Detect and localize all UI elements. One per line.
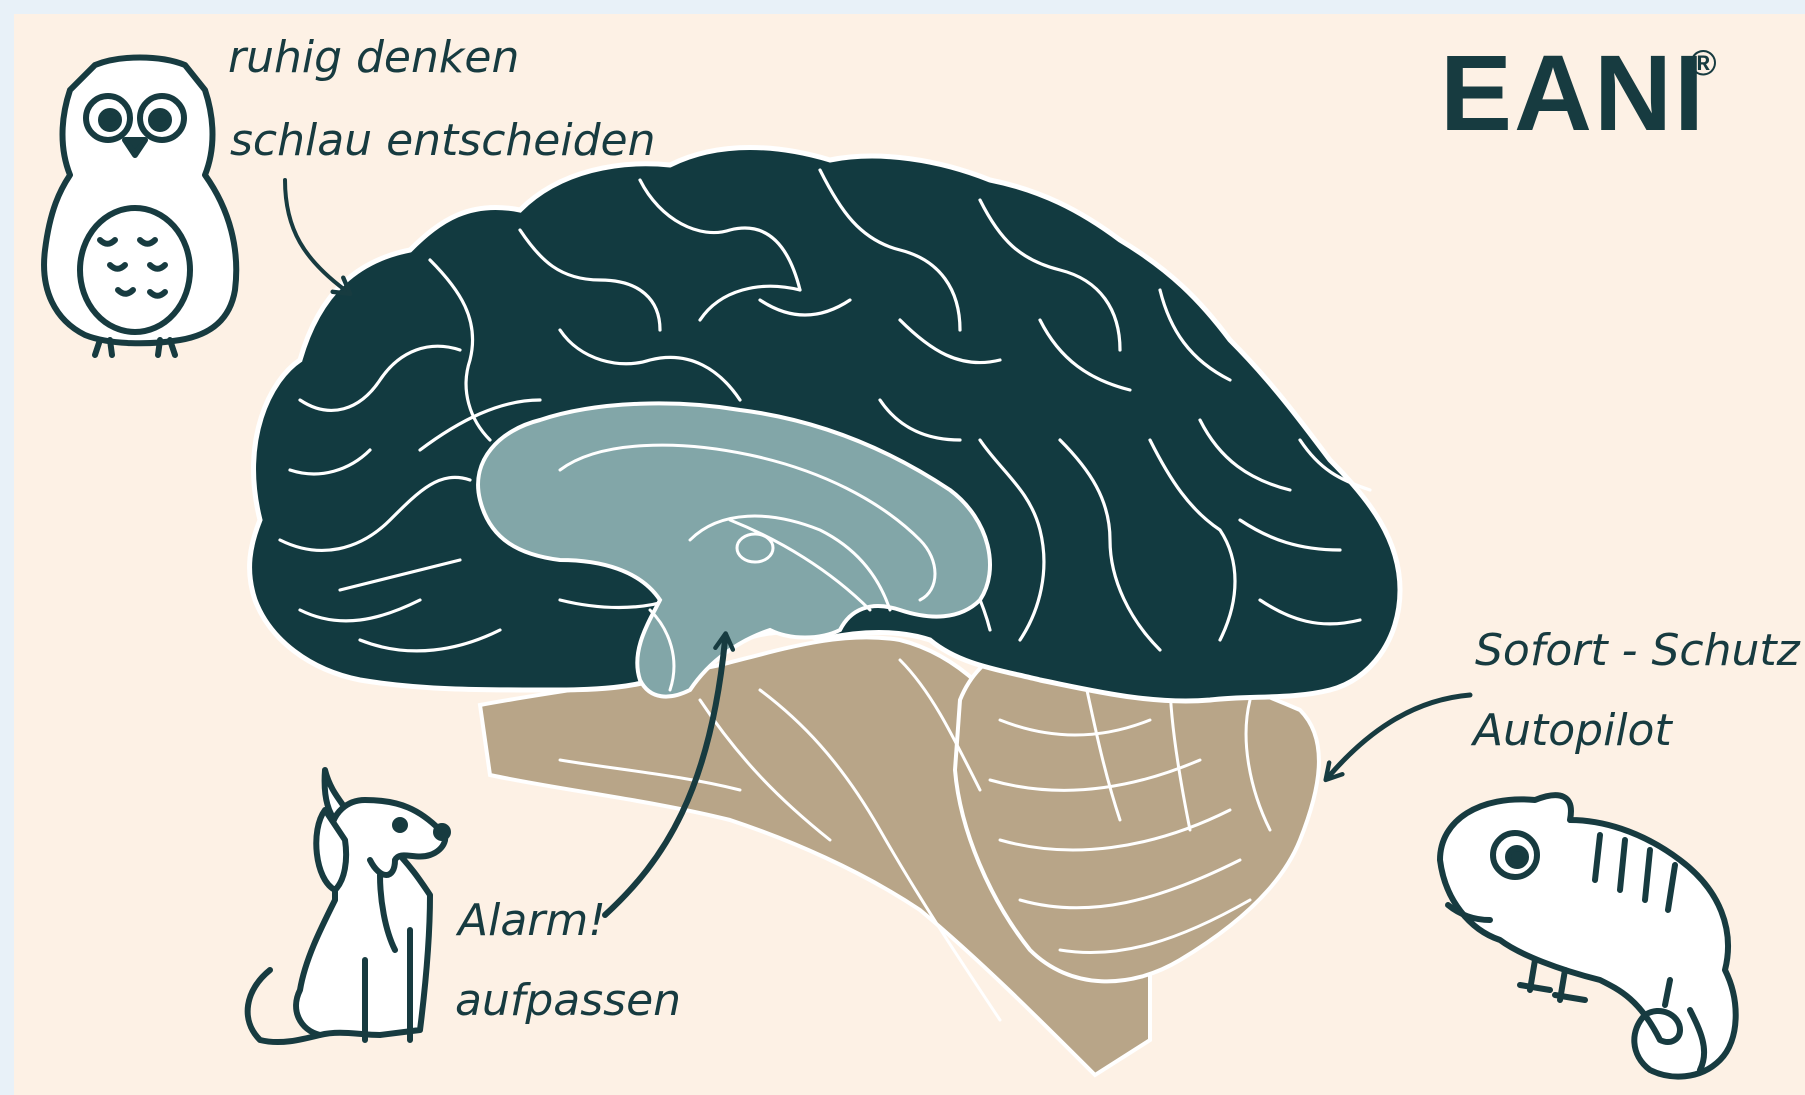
owl-icon — [44, 58, 236, 356]
owl-label-line1: ruhig denken — [228, 32, 519, 83]
owl-label-line2: schlau entscheiden — [230, 115, 655, 166]
dog-label-line2: aufpassen — [455, 975, 681, 1026]
eani-logo: EANI ® — [1440, 32, 1717, 153]
dog-label-line1: Alarm! — [455, 895, 606, 946]
chameleon-label-line2: Autopilot — [1470, 705, 1673, 756]
logo-text: EANI — [1440, 32, 1706, 153]
chameleon-label-line1: Sofort - Schutz — [1475, 625, 1801, 676]
logo-registered-mark: ® — [1690, 42, 1717, 83]
